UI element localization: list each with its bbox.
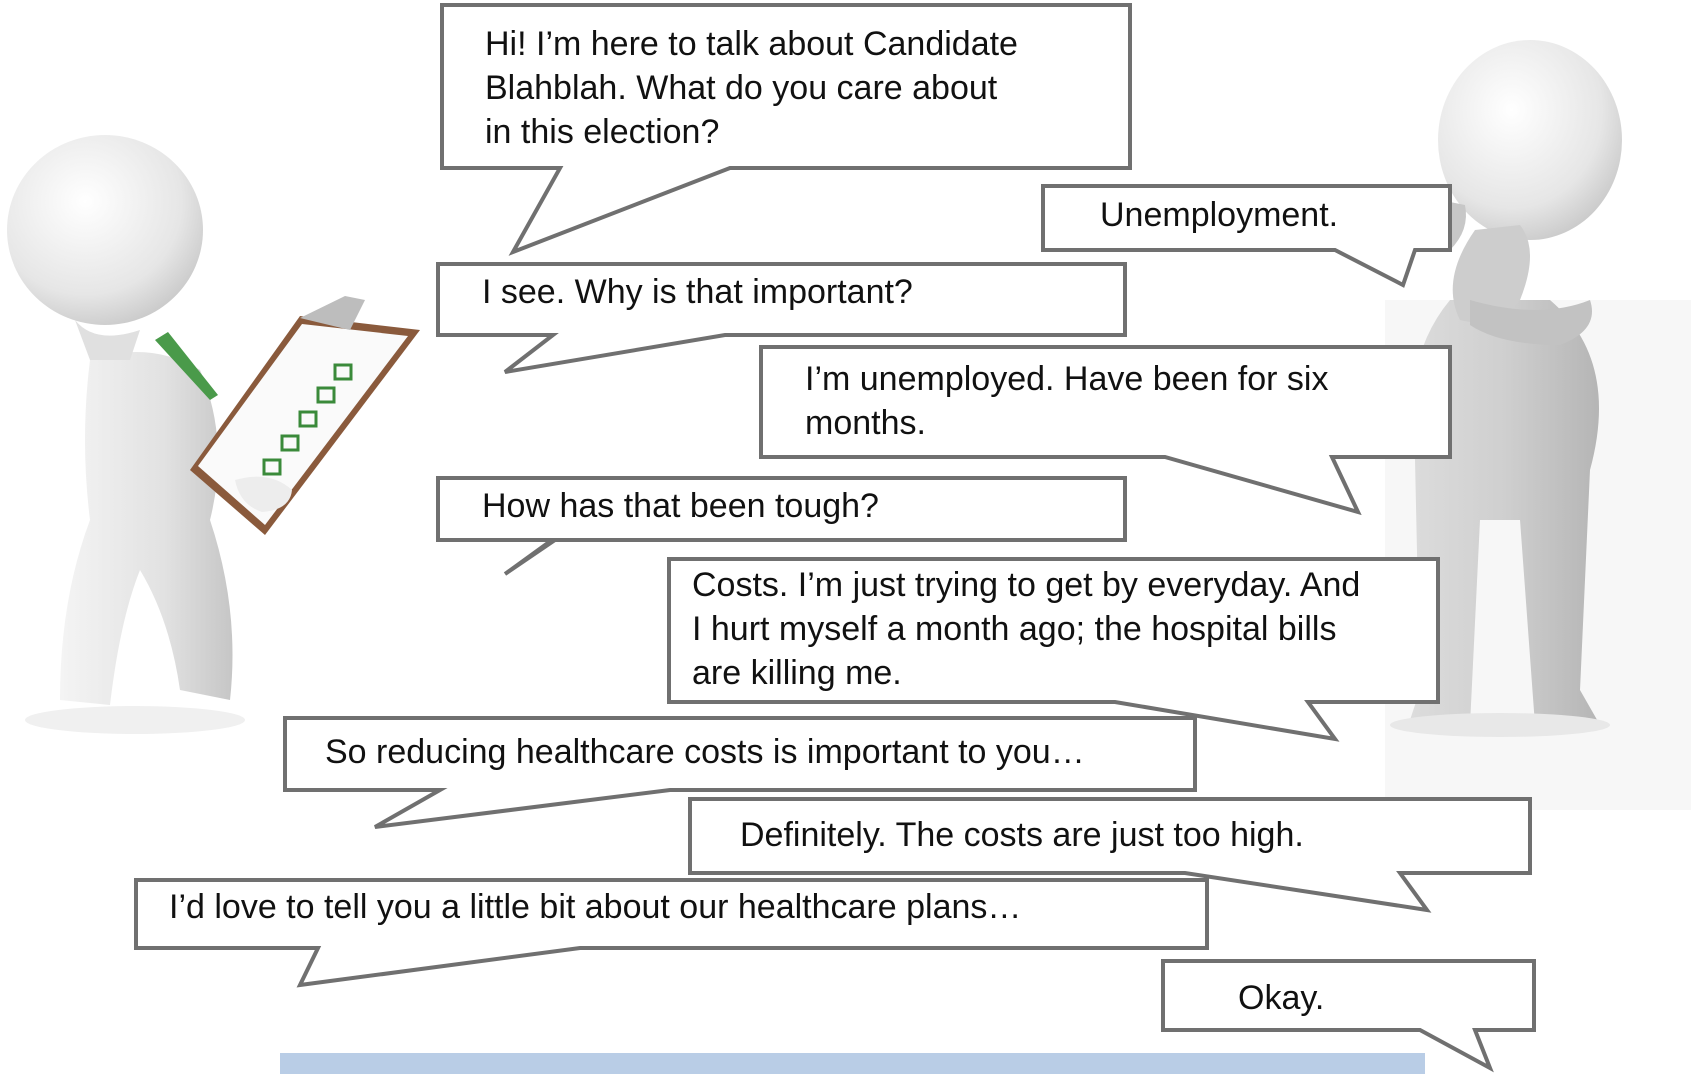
canvasser-line-1: Hi! I’m here to talk about Candidate Bla… xyxy=(485,25,1018,151)
canvasser-line-4: So reducing healthcare costs is importan… xyxy=(325,733,1085,771)
footer-bar xyxy=(280,1053,1425,1074)
speech-bubble-10 xyxy=(1161,959,1536,1073)
canvasser-line-3: How has that been tough? xyxy=(482,487,879,525)
speech-bubble-5 xyxy=(436,476,1127,576)
canvasser-line-5: I’d love to tell you a little bit about … xyxy=(169,888,1022,926)
voter-line-2: I’m unemployed. Have been for six months… xyxy=(805,360,1329,442)
speech-bubble-7 xyxy=(283,716,1197,829)
speech-bubble-9 xyxy=(134,878,1209,988)
thinking-voter-figure-icon xyxy=(1385,40,1691,810)
voter-line-3: Costs. I’m just trying to get by everyda… xyxy=(692,566,1361,692)
canvasser-line-2: I see. Why is that important? xyxy=(482,273,913,311)
speech-bubble-4 xyxy=(759,345,1452,516)
canvasser-figure-with-clipboard-icon xyxy=(7,135,420,734)
speech-bubble-3 xyxy=(436,262,1127,374)
voter-line-1: Unemployment. xyxy=(1100,196,1339,234)
speech-bubble-8 xyxy=(688,797,1532,913)
speech-bubble-6 xyxy=(667,557,1440,742)
speech-bubble-1 xyxy=(440,3,1132,256)
voter-line-5: Okay. xyxy=(1238,979,1325,1017)
voter-line-4: Definitely. The costs are just too high. xyxy=(740,816,1304,854)
speech-bubble-2 xyxy=(1041,184,1452,288)
